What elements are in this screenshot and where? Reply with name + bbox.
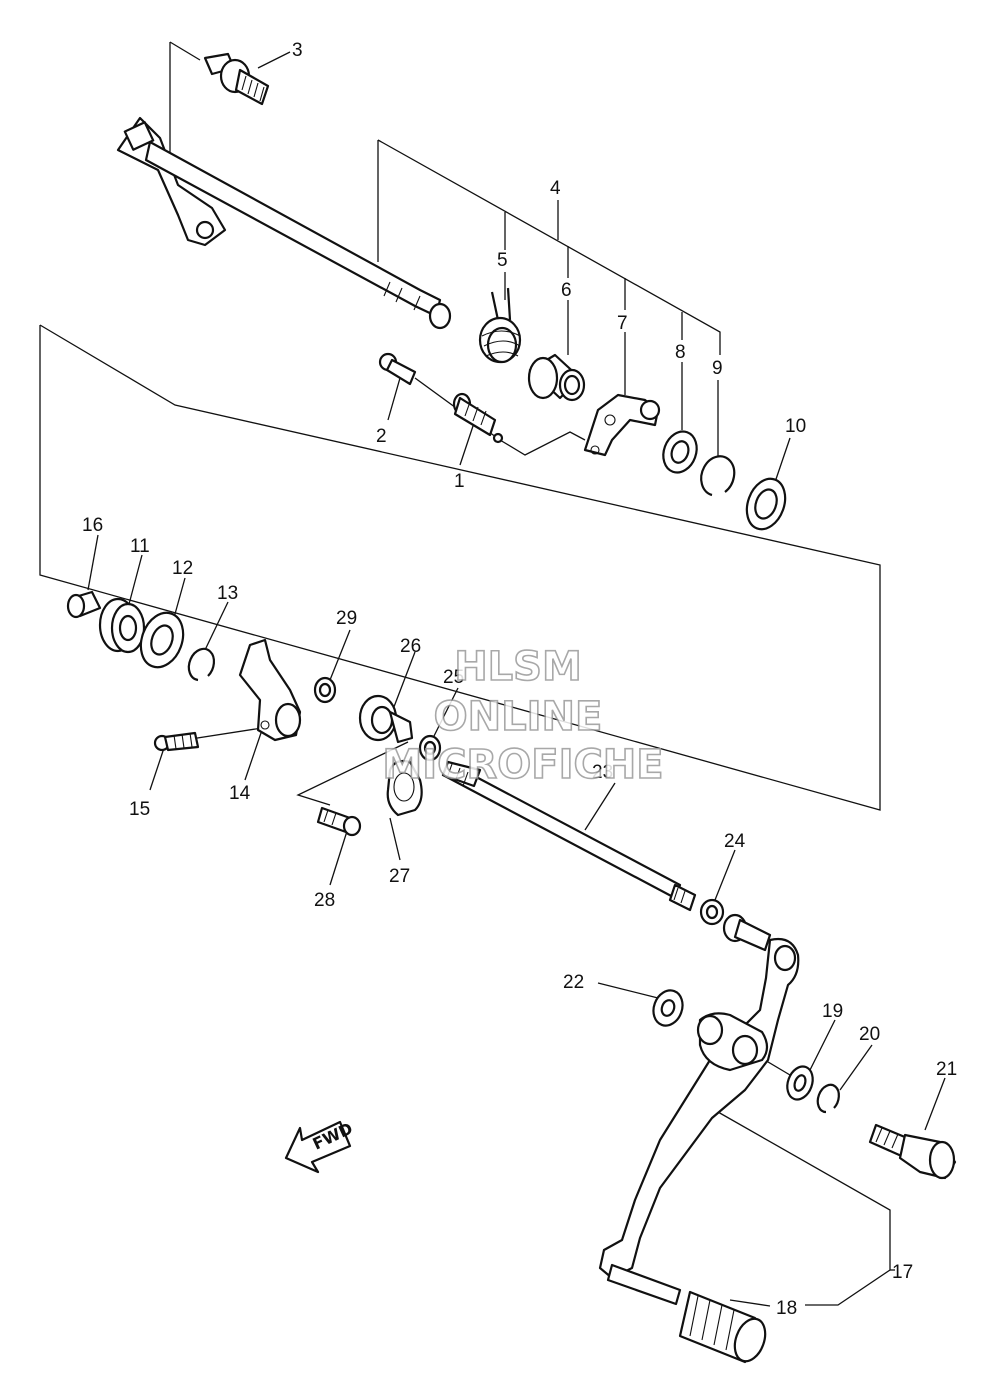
callout-24: 24	[724, 831, 746, 852]
part-6-collar	[527, 353, 586, 402]
part-16-bearing	[66, 590, 102, 619]
callout-2: 2	[376, 426, 387, 447]
part-1-spring	[452, 392, 504, 444]
part-29-collar	[313, 676, 337, 704]
callout-8: 8	[675, 342, 686, 363]
callout-28: 28	[314, 890, 335, 911]
callout-1: 1	[454, 471, 465, 492]
callout-labels: 3 4 5 6 7 8 9 10 2 1 16 11 12 13 29 26 2…	[82, 40, 957, 1319]
part-14-shift-arm	[238, 638, 302, 742]
callout-27: 27	[389, 866, 410, 887]
watermark-line-3: MICROFICHE	[382, 742, 663, 788]
callout-6: 6	[561, 280, 572, 301]
part-11-oil-seal	[98, 597, 146, 654]
callout-26: 26	[400, 636, 421, 657]
part-13-circlip	[187, 647, 216, 682]
callout-18: 18	[776, 1298, 797, 1319]
part-28-bolt	[316, 806, 362, 837]
callout-20: 20	[859, 1024, 880, 1045]
part-7-shift-arm	[583, 393, 661, 457]
part-5-torsion-spring	[478, 287, 522, 364]
part-26-rod-end	[358, 694, 414, 744]
callout-5: 5	[497, 250, 508, 271]
callout-19: 19	[822, 1001, 843, 1022]
callout-21: 21	[936, 1059, 957, 1080]
watermark: HLSM ONLINE MICROFICHE	[382, 643, 665, 789]
part-24-nut	[699, 898, 725, 926]
part-25-washer	[418, 734, 442, 762]
part-19-washer	[786, 1065, 814, 1101]
callout-13: 13	[217, 583, 238, 604]
callout-23: 23	[592, 762, 613, 783]
part-3-pin-bolt	[203, 52, 270, 106]
part-8-washer	[662, 430, 698, 474]
callout-17: 17	[892, 1262, 913, 1283]
part-2-bolt	[378, 352, 417, 386]
part-10-washer	[745, 477, 787, 531]
part-15-bolt	[153, 731, 200, 752]
callout-16: 16	[82, 515, 103, 536]
callout-12: 12	[172, 558, 193, 579]
rod-end-joint	[722, 913, 772, 952]
callout-25: 25	[443, 667, 464, 688]
shift-shaft	[116, 116, 452, 330]
part-27-cover	[386, 759, 423, 817]
part-23-shift-rod	[441, 760, 697, 912]
assembly-bracket-lower	[39, 324, 881, 811]
part-17-shift-pedal	[598, 937, 800, 1306]
callout-4: 4	[550, 178, 561, 199]
callout-14: 14	[229, 783, 251, 804]
part-18-footrest-rubber	[678, 1290, 767, 1364]
callout-9: 9	[712, 358, 723, 379]
part-21-pivot-bolt	[868, 1123, 957, 1180]
forward-direction-arrow: FWD	[284, 1119, 356, 1174]
callout-10: 10	[785, 416, 806, 437]
callout-15: 15	[129, 799, 150, 820]
callout-11: 11	[130, 536, 150, 557]
watermark-line-1: HLSM	[454, 644, 582, 690]
callout-22: 22	[563, 972, 584, 993]
callout-7: 7	[617, 313, 628, 334]
callout-3: 3	[292, 40, 303, 61]
callout-29: 29	[336, 608, 357, 629]
part-9-circlip	[700, 455, 736, 497]
watermark-line-2: ONLINE	[434, 694, 603, 740]
part-22-washer	[652, 989, 684, 1027]
bracket-4-group	[377, 139, 721, 355]
part-20-circlip	[816, 1083, 840, 1114]
part-12-washer	[139, 611, 185, 669]
